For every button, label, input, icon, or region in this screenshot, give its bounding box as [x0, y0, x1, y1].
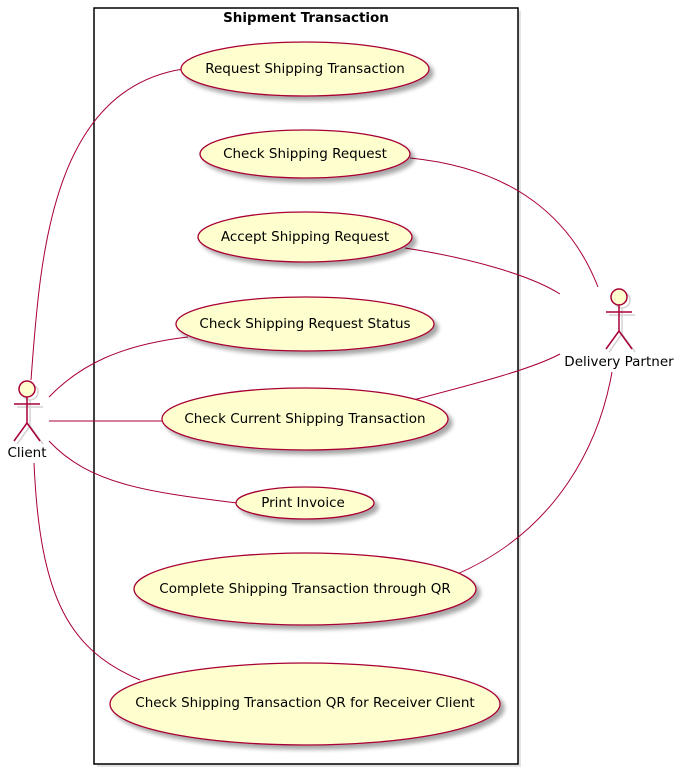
use-case-label: Complete Shipping Transaction through QR [159, 581, 450, 597]
actor-client: Client [7, 380, 47, 461]
use-case-label: Request Shipping Transaction [205, 61, 405, 77]
use-case-label: Accept Shipping Request [221, 229, 389, 245]
use-case-check-shipping-request-status: Check Shipping Request Status [175, 296, 435, 352]
use-case-request-shipping-transaction: Request Shipping Transaction [180, 41, 430, 97]
use-case-complete-shipping-transaction-qr: Complete Shipping Transaction through QR [133, 552, 477, 626]
boundary-title: Shipment Transaction [223, 10, 389, 26]
assoc-client-check-shipping-request-status [48, 336, 189, 398]
assoc-partner-check-shipping-request [409, 157, 599, 288]
use-case-label: Check Shipping Request Status [199, 316, 410, 332]
use-case-check-shipping-transaction-qr-receiver: Check Shipping Transaction QR for Receiv… [109, 662, 501, 746]
use-case-accept-shipping-request: Accept Shipping Request [197, 211, 413, 263]
actor-delivery-partner: Delivery Partner [564, 288, 674, 370]
assoc-partner-accept-shipping-request [404, 247, 561, 295]
stick-figure-icon [605, 288, 636, 353]
use-case-label: Print Invoice [261, 495, 345, 511]
assoc-client-request-shipping-transaction [30, 68, 184, 381]
use-case-label: Check Current Shipping Transaction [184, 411, 425, 427]
use-case-check-current-shipping-transaction: Check Current Shipping Transaction [161, 387, 449, 451]
associations [30, 68, 613, 681]
actor-label: Delivery Partner [564, 354, 674, 370]
assoc-partner-check-current-shipping-transaction [412, 353, 561, 401]
assoc-client-check-shipping-transaction-qr [33, 462, 141, 681]
stick-figure-icon [13, 380, 44, 445]
use-case-label: Check Shipping Request [223, 146, 387, 162]
use-case-label: Check Shipping Transaction QR for Receiv… [135, 695, 474, 711]
use-case-print-invoice: Print Invoice [235, 486, 375, 520]
assoc-client-print-invoice [48, 440, 238, 504]
use-case-check-shipping-request: Check Shipping Request [199, 129, 411, 179]
actor-label: Client [7, 445, 46, 461]
assoc-partner-complete-shipping-transaction-qr [454, 371, 613, 576]
